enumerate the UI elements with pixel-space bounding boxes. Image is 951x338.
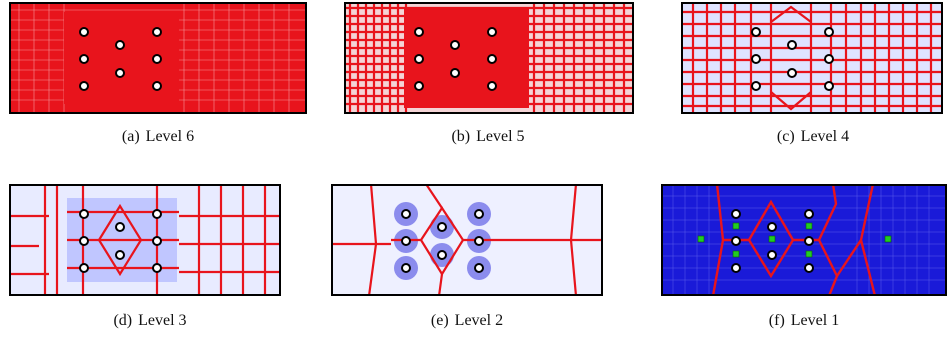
caption-b: (b) Level 5: [338, 128, 638, 146]
panel-b-figure: [344, 2, 634, 114]
hole-markers: [79, 209, 162, 273]
panel-e-figure: [331, 184, 603, 296]
caption-b-label: (b): [451, 128, 471, 145]
mesh-level-2-image: [331, 184, 603, 296]
panel-f-figure: [661, 184, 947, 296]
hole-markers: [414, 27, 497, 91]
subdomain-centers: [697, 222, 892, 258]
caption-c-title: Level 4: [800, 128, 850, 145]
caption-f: (f) Level 1: [654, 312, 951, 330]
caption-a: (a) Level 6: [8, 128, 308, 146]
panel-d-figure: [9, 184, 281, 296]
partition-lines: [681, 2, 943, 114]
caption-e-title: Level 2: [454, 312, 504, 329]
caption-f-title: Level 1: [790, 312, 840, 329]
hole-markers: [401, 209, 484, 273]
caption-a-title: Level 6: [145, 128, 195, 145]
mesh-level-3-image: [9, 184, 281, 296]
mesh-level-6-image: [9, 2, 307, 114]
mesh-level-1-image: [661, 184, 947, 296]
caption-d-label: (d): [113, 312, 133, 329]
figure-frame: [9, 184, 281, 296]
caption-f-label: (f): [768, 312, 785, 329]
figure-frame: [9, 2, 307, 114]
caption-d: (d) Level 3: [0, 312, 300, 330]
figure-frame: [344, 2, 634, 114]
mesh-level-4-image: [681, 2, 943, 114]
hole-markers: [751, 27, 834, 91]
caption-d-title: Level 3: [138, 312, 187, 329]
hole-markers: [79, 27, 162, 91]
panel-c-figure: [681, 2, 943, 114]
partition-lines: [331, 184, 603, 296]
caption-b-title: Level 5: [476, 128, 525, 145]
panel-a-figure: [9, 2, 307, 114]
dense-region: [404, 8, 529, 108]
caption-e: (e) Level 2: [317, 312, 617, 330]
caption-c: (c) Level 4: [663, 128, 951, 146]
caption-a-label: (a): [121, 128, 140, 145]
caption-c-label: (c): [776, 128, 795, 145]
hole-markers: [731, 209, 814, 273]
figure-frame: [331, 184, 603, 296]
caption-e-label: (e): [430, 312, 449, 329]
figure-frame: [661, 184, 947, 296]
figure-frame: [681, 2, 943, 114]
mesh-level-5-image: [344, 2, 634, 114]
